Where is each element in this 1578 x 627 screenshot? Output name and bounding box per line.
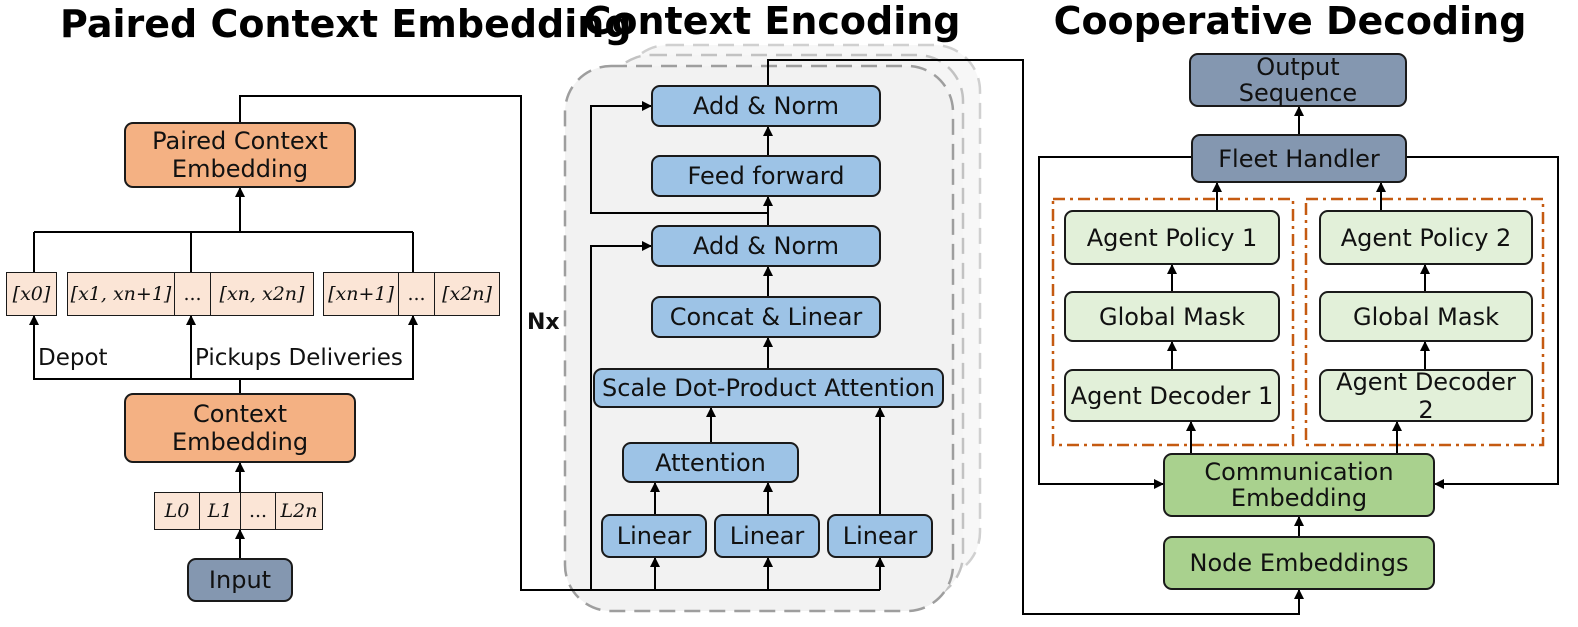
agent-decoder-2-box: Agent Decoder 2 xyxy=(1319,368,1533,424)
input-cell-l2n: L2n xyxy=(275,492,323,530)
sequence-cell-depot: [x0] xyxy=(6,272,57,316)
agent-decoder-1-box: Agent Decoder 1 xyxy=(1064,369,1280,422)
feed-forward-box: Feed forward xyxy=(651,155,881,197)
add-norm-top-box: Add & Norm xyxy=(651,85,881,127)
repeat-label-nx: Nx xyxy=(527,310,560,335)
agent-group-1 xyxy=(1051,197,1295,447)
sequence-cell-pair-first: [x1, xn+1] xyxy=(67,272,175,316)
sequence-cell-delivery-first: [xn+1] xyxy=(323,272,399,316)
linear-box-1: Linear xyxy=(601,514,707,558)
agent-policy-1-box: Agent Policy 1 xyxy=(1064,210,1280,265)
input-cell-l0: L0 xyxy=(154,492,200,530)
node-embeddings-box: Node Embeddings xyxy=(1163,536,1435,590)
scale-dot-product-attention-box: Scale Dot-Product Attention xyxy=(593,368,944,408)
attention-box: Attention xyxy=(622,442,799,483)
input-box: Input xyxy=(187,558,293,602)
add-norm-mid-box: Add & Norm xyxy=(651,225,881,267)
label-depot: Depot xyxy=(38,345,108,371)
concat-linear-box: Concat & Linear xyxy=(651,296,881,338)
linear-box-2: Linear xyxy=(714,514,820,558)
linear-box-3: Linear xyxy=(827,514,933,558)
input-cell-l1: L1 xyxy=(199,492,241,530)
title-cooperative-decoding: Cooperative Decoding xyxy=(1053,0,1527,43)
agent-group-2 xyxy=(1304,197,1545,447)
label-pickups-deliveries: Pickups Deliveries xyxy=(195,345,403,371)
global-mask-1-box: Global Mask xyxy=(1064,291,1280,342)
global-mask-2-box: Global Mask xyxy=(1319,291,1533,342)
agent-policy-2-box: Agent Policy 2 xyxy=(1319,210,1533,265)
sequence-cell-ellipsis-2: ... xyxy=(398,272,435,316)
title-context-encoding: Context Encoding xyxy=(583,0,961,43)
title-paired-context-embedding: Paired Context Embedding xyxy=(60,2,632,46)
fleet-handler-box: Fleet Handler xyxy=(1191,134,1407,183)
sequence-cell-delivery-last: [x2n] xyxy=(434,272,500,316)
sequence-cell-pair-last: [xn, x2n] xyxy=(210,272,314,316)
sequence-cell-ellipsis-1: ... xyxy=(174,272,211,316)
input-cell-ellipsis: ... xyxy=(240,492,276,530)
